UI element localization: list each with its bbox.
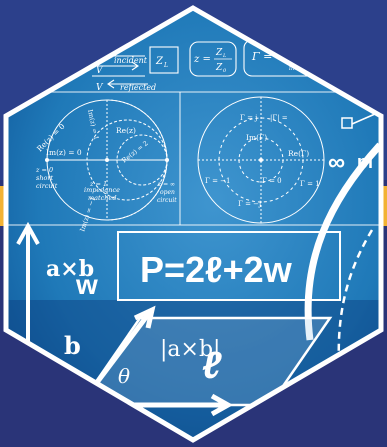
formula-box <box>117 231 341 301</box>
w-label: w <box>75 269 98 300</box>
z-den-label: Z <box>215 63 223 73</box>
gamma-abs-label: |Γ| = <box>270 114 288 122</box>
z-num-label: Z <box>215 48 223 58</box>
matched-a-label: impedance <box>84 186 120 194</box>
gamma-chart: Im(Γ) Re(Γ) Γ = j Γ = −j Γ = 1 Γ = −1 Γ … <box>197 96 325 224</box>
incident-label: incident <box>114 56 148 65</box>
im-gamma-label: Im(Γ) <box>246 133 267 142</box>
gamma-neg-j-label: Γ = −j <box>238 200 261 208</box>
z-lhs-label: z = <box>193 54 211 65</box>
gamma-neg1-label: Γ = −1 <box>205 177 231 185</box>
hex-border <box>3 5 384 443</box>
matched-b-label: matched <box>88 194 117 202</box>
load-sub-label: L <box>163 62 168 69</box>
perimeter-formula: P=2ℓ+2w <box>140 249 293 290</box>
re-z-1-label: Re(z) <box>116 126 136 135</box>
cross-magnitude-label: |a×b| <box>160 337 220 362</box>
matched-z-label: z = 1 <box>89 180 107 188</box>
v-minus-label: V <box>96 83 104 93</box>
cross-product-label: a×b <box>46 256 94 282</box>
gamma-j-label: Γ = j <box>240 114 257 122</box>
z-den-sub-label: 0 <box>223 68 227 74</box>
ell-label: ℓ <box>202 345 222 387</box>
z-num-sub-label: L <box>222 53 227 59</box>
theta-label: θ <box>118 364 130 388</box>
reflected-label: reflected <box>120 83 156 92</box>
gamma-0-label: Γ = 0 <box>262 177 282 185</box>
pi-fragment: pi <box>357 152 373 172</box>
open-z-label: z = ∞ <box>157 181 175 188</box>
infinity-symbol: ∞ <box>328 149 345 176</box>
re-gamma-label: Re(Γ) <box>288 149 309 158</box>
open-b-label: circuit <box>157 197 177 204</box>
short-b-label: circuit <box>36 182 58 190</box>
v-plus-label: V <box>96 66 104 76</box>
load-label: Z <box>155 56 164 67</box>
open-a-label: open <box>160 189 175 196</box>
short-z-label: z = 0 <box>35 166 53 174</box>
im-z-0-label: Im(z) = 0 <box>46 148 82 157</box>
gamma-1-label: Γ = 1 <box>300 180 320 188</box>
b-label: b <box>64 331 81 360</box>
short-a-label: short <box>36 174 54 182</box>
